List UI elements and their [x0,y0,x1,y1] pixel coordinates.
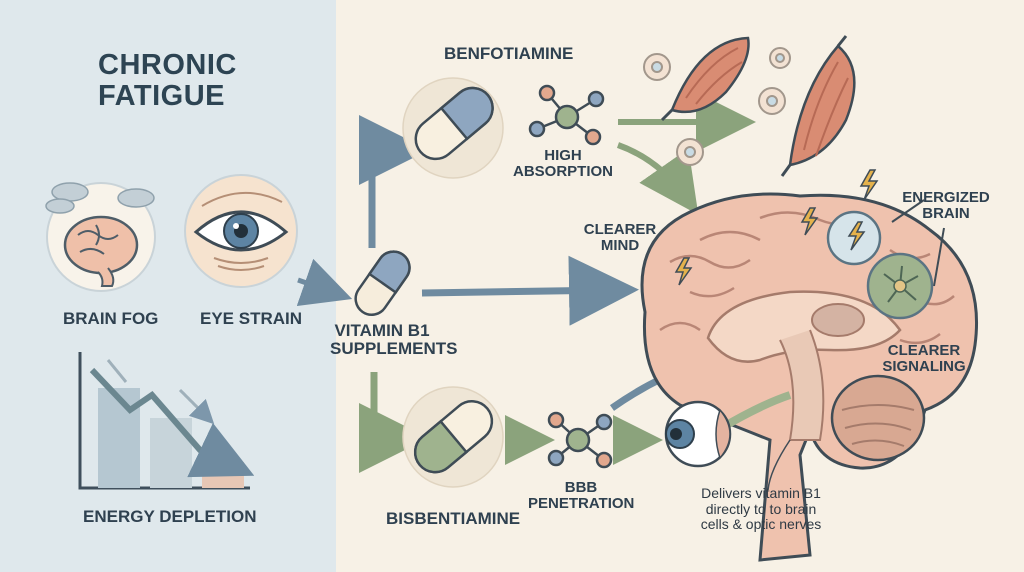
molecule-icon-benfotiamine [528,84,605,146]
delivers-leader-line [767,439,791,491]
clearer-mind-line-2: MIND [600,237,640,255]
eye-strain-icon [184,174,298,288]
brain-fog-label: BRAIN FOG [63,309,159,328]
optic-nerve-eye-icon [664,391,792,468]
delivers-line-2: directly to to brain [705,500,817,517]
delivers-line-1: Delivers vitamin B1 [701,485,821,501]
high-absorption-label: HIGH ABSORPTION [505,147,621,181]
energized-line-1: ENERGIZED [902,189,990,206]
capsule-icon-benfotiamine [402,77,504,179]
supplements-line-1: VITAMIN B1 [334,321,430,340]
clearer-mind-line-1: CLEARER [583,221,657,238]
capsule-icon-center [354,250,411,316]
title-line-1: CHRONIC [98,49,237,81]
bisbentiamine-label: BISBENTIAMINE [386,509,521,528]
page-title: CHRONIC FATIGUE [98,49,237,113]
supplements-label: VITAMIN B1 SUPPLEMENTS [330,321,458,359]
energy-depletion-label: ENERGY DEPLETION [83,507,257,526]
molecule-icon-bisbentiamine [547,411,613,469]
signaling-line-2: SIGNALING [882,358,966,376]
muscle-icon-1 [660,36,750,122]
title-line-2: FATIGUE [98,80,226,113]
arrow-down-to-bisbentiamine [359,372,429,473]
clearer-mind-label: CLEARER MIND [582,221,658,255]
arrow-to-brain [616,142,699,215]
high-absorption-line-1: HIGH [544,147,582,164]
signaling-line-1: CLEARER [887,342,961,359]
muscle-icon-2 [780,35,856,177]
bbb-line-2: PENETRATION [528,495,635,513]
brain-fog-icon [45,182,156,292]
energized-brain-zoom-icon [826,199,925,266]
lightning-icons [674,169,879,286]
bbb-penetration-label: BBB PENETRATION [528,479,635,513]
cell-icons [643,47,791,166]
delivers-line-3: cells & optic nerves [700,516,822,533]
arrow-symptoms-to-supplement [296,258,353,307]
capsule-icon-bisbentiamine [402,386,504,488]
high-absorption-line-2: ABSORPTION [512,163,613,181]
energized-line-2: BRAIN [922,205,970,223]
delivers-description: Delivers vitamin B1 directly to to brain… [656,485,866,533]
clearer-signaling-label: CLEARER SIGNALING [872,342,976,376]
energy-chart-icon [78,352,255,490]
eye-strain-label: EYE STRAIN [200,309,303,328]
energized-brain-label: ENERGIZED BRAIN [890,189,1002,223]
arrow-to-clearer-mind [421,255,639,326]
signaling-neuron-icon [866,227,945,320]
bbb-line-1: BBB [564,479,598,496]
supplements-line-2: SUPPLEMENTS [330,339,458,359]
benfotiamine-label: BENFOTIAMINE [444,44,574,63]
arrow-up-to-benfotiamine [359,115,429,248]
